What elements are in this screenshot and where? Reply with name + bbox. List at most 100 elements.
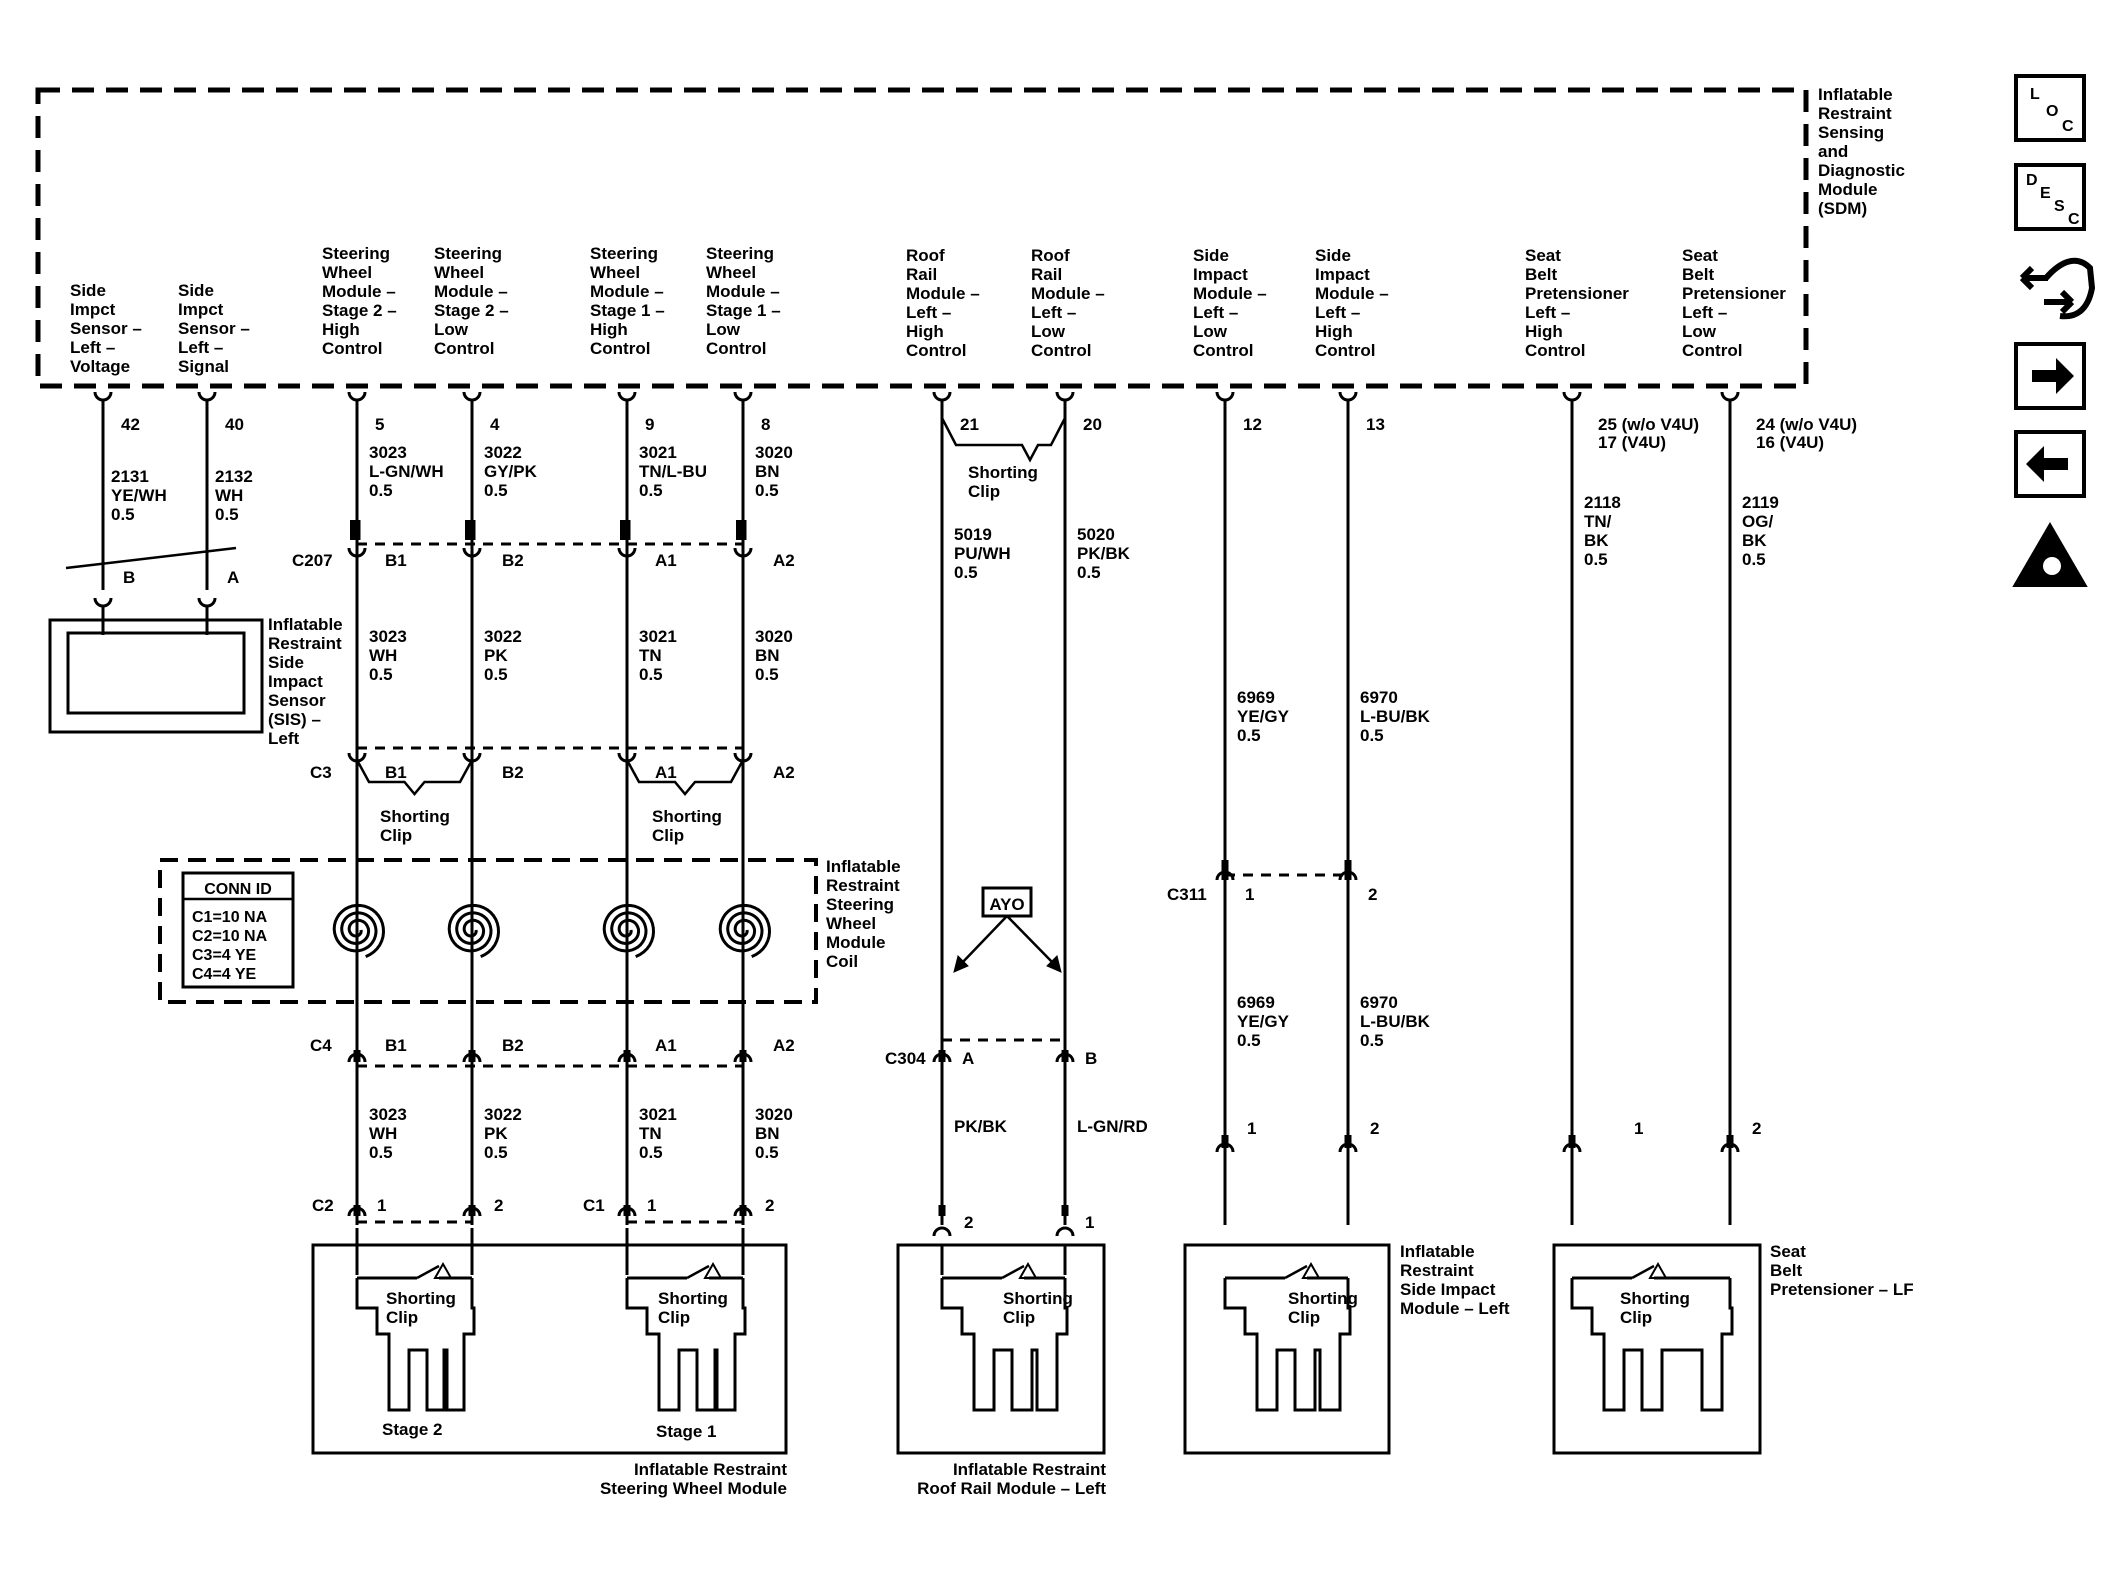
pin-2: 2 xyxy=(964,1213,973,1232)
sdm-pin-label: Side xyxy=(1315,246,1351,265)
pin-2: 2 xyxy=(494,1196,503,1215)
sdm-pin-label: Impact xyxy=(1315,265,1370,284)
shorting-clip-label: Shorting xyxy=(1003,1289,1073,1308)
sdm-pin-label: Left – xyxy=(906,303,951,322)
side-module-label: Restraint xyxy=(1400,1261,1474,1280)
sdm-pin-label: Wheel xyxy=(590,263,640,282)
pin-b1: B1 xyxy=(385,763,407,782)
connector-icon[interactable] xyxy=(2019,257,2096,320)
shorting-clip-label: Clip xyxy=(968,482,1000,501)
wire-label: L-BU/BK xyxy=(1360,707,1431,726)
squib-roof-triangle xyxy=(1018,1261,1038,1279)
wire-label: 0.5 xyxy=(755,481,779,500)
loc-icon[interactable] xyxy=(2014,74,2086,142)
wire-label: 0.5 xyxy=(484,481,508,500)
squib-seatbelt-igniter xyxy=(1570,1278,1734,1412)
sdm-pin-label: Control xyxy=(590,339,650,358)
wire-label: 0.5 xyxy=(484,1143,508,1162)
sdm-label: (SDM) xyxy=(1818,199,1867,218)
sdm-pin-connector xyxy=(617,391,637,402)
sdm-pin-label: Left – xyxy=(70,338,115,357)
wire-label: 3020 xyxy=(755,1105,793,1124)
wire-label: 0.5 xyxy=(369,1143,393,1162)
sdm-pin-label: Control xyxy=(1682,341,1742,360)
sdm-pin-label: Wheel xyxy=(322,263,372,282)
sdm-pin-label: Module – xyxy=(434,282,508,301)
sdm-pin-label: Stage 2 – xyxy=(322,301,397,320)
wire-label: 0.5 xyxy=(1360,726,1384,745)
sdm-pin-label: Low xyxy=(706,320,741,339)
roof-module-connector xyxy=(932,1226,952,1237)
sdm-pin-connector xyxy=(932,391,952,402)
wire-label: 6970 xyxy=(1360,688,1398,707)
pin-b2: B2 xyxy=(502,551,524,570)
wire-label: 3021 xyxy=(639,1105,677,1124)
wire-label: BN xyxy=(755,646,780,665)
sdm-pin-label: Low xyxy=(434,320,469,339)
coil-label: Steering xyxy=(826,895,894,914)
wire-label: WH xyxy=(369,646,397,665)
sdm-pin-connector xyxy=(197,391,217,402)
wire-label: 0.5 xyxy=(1237,726,1261,745)
sdm-pin-label: Module – xyxy=(706,282,780,301)
seatbelt-module-label: Belt xyxy=(1770,1261,1802,1280)
sis-label: Restraint xyxy=(268,634,342,653)
coil-label: Restraint xyxy=(826,876,900,895)
sdm-pin-label: Belt xyxy=(1682,265,1714,284)
pin-1: 1 xyxy=(377,1196,386,1215)
steering-module-label: Steering Wheel Module xyxy=(600,1479,787,1498)
squib-seatbelt-switch xyxy=(1631,1264,1655,1280)
sdm-pin-label: Low xyxy=(1193,322,1228,341)
sdm-pin-label: Module – xyxy=(322,282,396,301)
stage1-label: Stage 1 xyxy=(656,1422,716,1441)
desc-icon[interactable] xyxy=(2014,163,2086,231)
sdm-pin-connector xyxy=(1338,391,1358,402)
pin-a1: A1 xyxy=(655,551,677,570)
sdm-pin-label: Belt xyxy=(1525,265,1557,284)
pin-2: 2 xyxy=(765,1196,774,1215)
right-arrow-icon[interactable] xyxy=(2032,358,2074,394)
squib-stage1-switch xyxy=(686,1264,710,1280)
sdm-pin-label: Module – xyxy=(1193,284,1267,303)
sdm-pin-label: Steering xyxy=(322,244,390,263)
sdm-pin-label: Left – xyxy=(1193,303,1238,322)
wire-label: TN/L-BU xyxy=(639,462,707,481)
pin-a1: A1 xyxy=(655,1036,677,1055)
sdm-pin-number: 16 (V4U) xyxy=(1756,433,1824,452)
wire-label: 0.5 xyxy=(111,505,135,524)
sdm-pin-label: Side xyxy=(70,281,106,300)
sdm-pin-label: Sensor – xyxy=(70,319,142,338)
wire-label: TN/ xyxy=(1584,512,1612,531)
pin-2: 2 xyxy=(1752,1119,1761,1138)
shorting-clip-label: Shorting xyxy=(968,463,1038,482)
squib-stage1-triangle xyxy=(703,1261,723,1279)
wire-label: 3020 xyxy=(755,627,793,646)
c207-label: C207 xyxy=(292,551,333,570)
c2-label: C2 xyxy=(312,1196,334,1215)
warning-icon[interactable] xyxy=(2012,522,2088,587)
sdm-pin-label: Control xyxy=(1525,341,1585,360)
roof-module-label: Roof Rail Module – Left xyxy=(917,1479,1106,1498)
wire-label: BK xyxy=(1584,531,1609,550)
wire-label: WH xyxy=(369,1124,397,1143)
wire-label: 3021 xyxy=(639,443,677,462)
pin-b1: B1 xyxy=(385,551,407,570)
pin-1: 1 xyxy=(1247,1119,1256,1138)
left-arrow-icon[interactable] xyxy=(2026,446,2068,482)
wire-label: 3023 xyxy=(369,443,407,462)
sdm-pin-number: 42 xyxy=(121,415,140,434)
conn-id-title: CONN ID xyxy=(204,881,272,898)
sis-inner xyxy=(66,631,246,715)
sdm-pin-label: Seat xyxy=(1525,246,1561,265)
sdm-pin-label: Control xyxy=(322,339,382,358)
sdm-pin-label: High xyxy=(590,320,628,339)
sis-box xyxy=(48,618,264,734)
wire-label: YE/GY xyxy=(1237,707,1290,726)
pin-b: B xyxy=(1085,1049,1097,1068)
squib-side-switch xyxy=(1284,1264,1308,1280)
shorting-clip-label: Clip xyxy=(652,826,684,845)
wire-label: 0.5 xyxy=(215,505,239,524)
conn-id-row: C1=10 NA xyxy=(192,909,268,926)
